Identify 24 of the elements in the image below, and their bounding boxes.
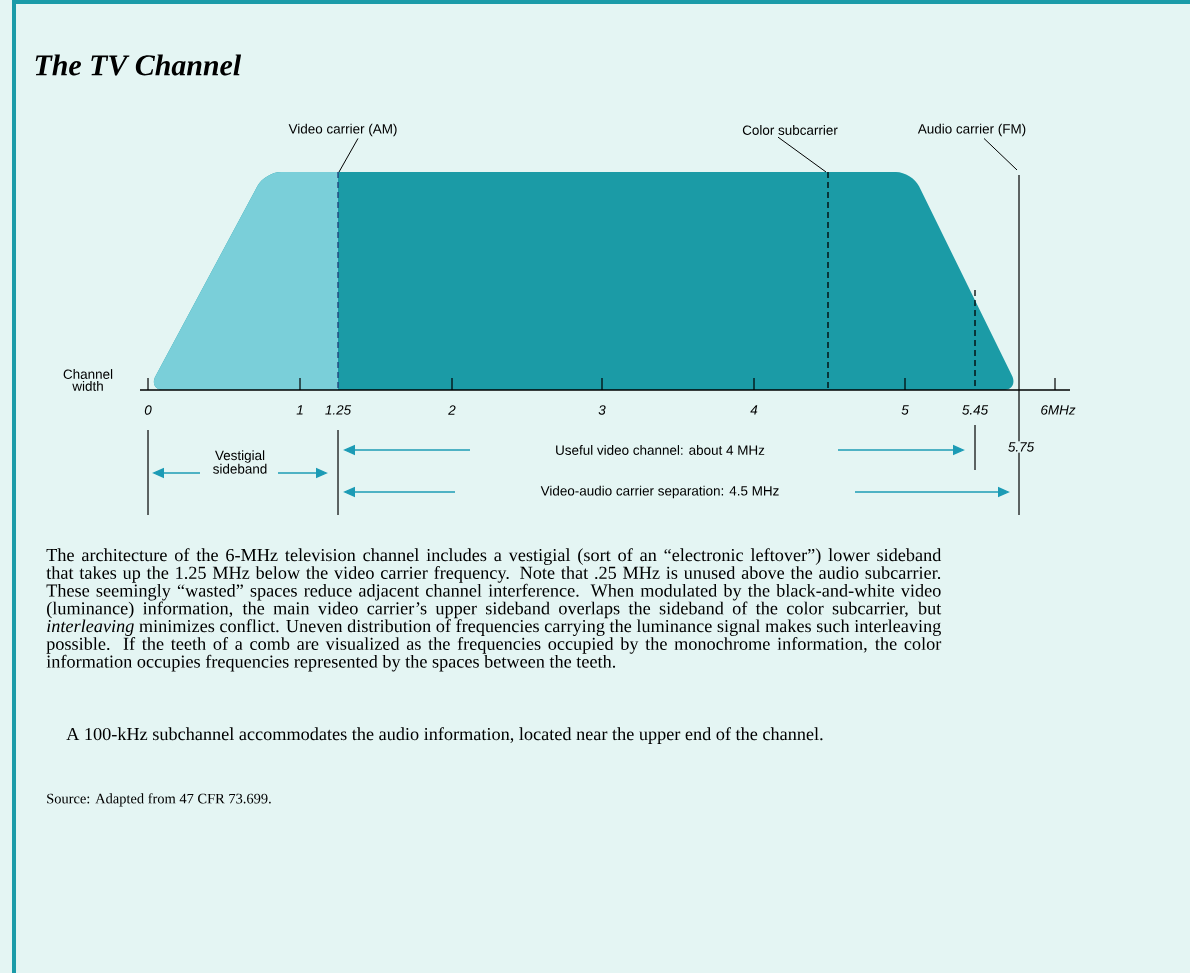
tick-label: 0 xyxy=(144,405,152,415)
tick-label: 1.25 xyxy=(325,405,352,415)
title: The TV Channel xyxy=(35,54,242,76)
tick-label: 6MHz xyxy=(1041,405,1076,415)
paragraph: A 100-kHz subchannel accommodates the audio information, located near the upper end of the channel. xyxy=(66,727,823,744)
tick-label: 1 xyxy=(296,405,303,415)
dimension-label: Vestigial sideband xyxy=(213,450,267,474)
tick-label: 5.45 xyxy=(962,405,989,415)
tick-label: 5 xyxy=(901,405,909,415)
dimension-label: Useful video channel: about 4 MHz xyxy=(556,445,765,455)
paragraph: The architecture of the 6-MHz television channel includes a vestigial (sort of an “electronic leftover”) lower sideband that takes up the 1.25 MHz below the video carrier frequency. Note that .25 MHz is unused above the audio subcarrier. These seemingly “wasted” spaces reduce adjacent channel interference. When modulated by the black-and-white video (luminance) information, the main video carrier’s upper sideband overlaps the sideband of the color subcarrier, but interleaving minimizes conflict. Uneven distribution of frequencies carrying the luminance signal makes such interleaving possible. If the teeth of a comb are visualized as the frequencies occupied by the monochrome information, the color information occupies frequencies represented by the spaces between the teeth. xyxy=(46,548,942,672)
callout-label: Audio carrier (FM) xyxy=(917,123,1026,137)
tick-label: 3 xyxy=(598,405,606,415)
dimension-label: Video-audio carrier separation: 4.5 MHz xyxy=(540,485,779,499)
tick-label: 4 xyxy=(750,405,758,415)
axis-label: Channel width xyxy=(63,369,113,391)
leader-line xyxy=(777,136,827,173)
leader-line xyxy=(983,137,1018,171)
tick-label: 2 xyxy=(448,405,456,415)
callout-label: Color subcarrier xyxy=(742,125,838,135)
tick-label: 5.75 xyxy=(1006,441,1036,453)
leader-line xyxy=(338,137,359,173)
source-note: Source: Adapted from 47 CFR 73.699. xyxy=(47,793,271,807)
callout-label: Video carrier (AM) xyxy=(288,123,397,137)
